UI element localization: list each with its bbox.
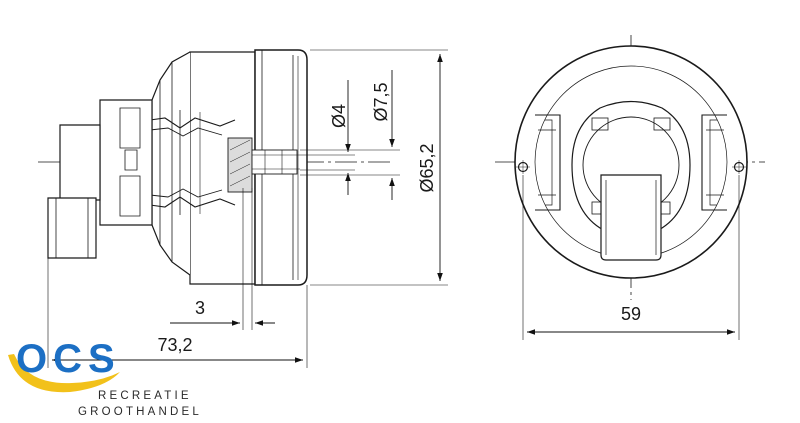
spring-clip-bottom <box>149 196 236 208</box>
logo-line2: GROOTHANDEL <box>78 406 202 418</box>
connector-housing <box>99 99 153 226</box>
logo-swoosh <box>8 354 120 393</box>
front-outer-disc <box>514 45 748 279</box>
dim-total-length: 73,2 <box>157 335 192 355</box>
dim-bore-large: Ø7,5 <box>371 82 391 121</box>
ocs-logo: OCS RECREATIE GROOTHANDEL <box>8 337 202 418</box>
side-view <box>38 49 390 286</box>
front-clip-left <box>535 114 561 211</box>
dim-mount-width: 59 <box>621 304 641 324</box>
socket-ring <box>571 100 691 237</box>
logo-mark: OCS <box>16 337 121 381</box>
front-dimensions <box>522 175 740 340</box>
dim-outer-diameter: Ø65,2 <box>417 143 437 192</box>
front-clip-right <box>701 114 727 211</box>
rear-body <box>151 51 191 276</box>
dim-bore-small: Ø4 <box>329 104 349 128</box>
logo-line1: RECREATIE <box>98 390 192 402</box>
dim-flange-thickness: 3 <box>195 298 205 318</box>
spring-clip-top <box>149 117 236 129</box>
side-dimensions <box>47 49 448 368</box>
front-connector <box>600 174 662 261</box>
front-view <box>495 35 765 300</box>
